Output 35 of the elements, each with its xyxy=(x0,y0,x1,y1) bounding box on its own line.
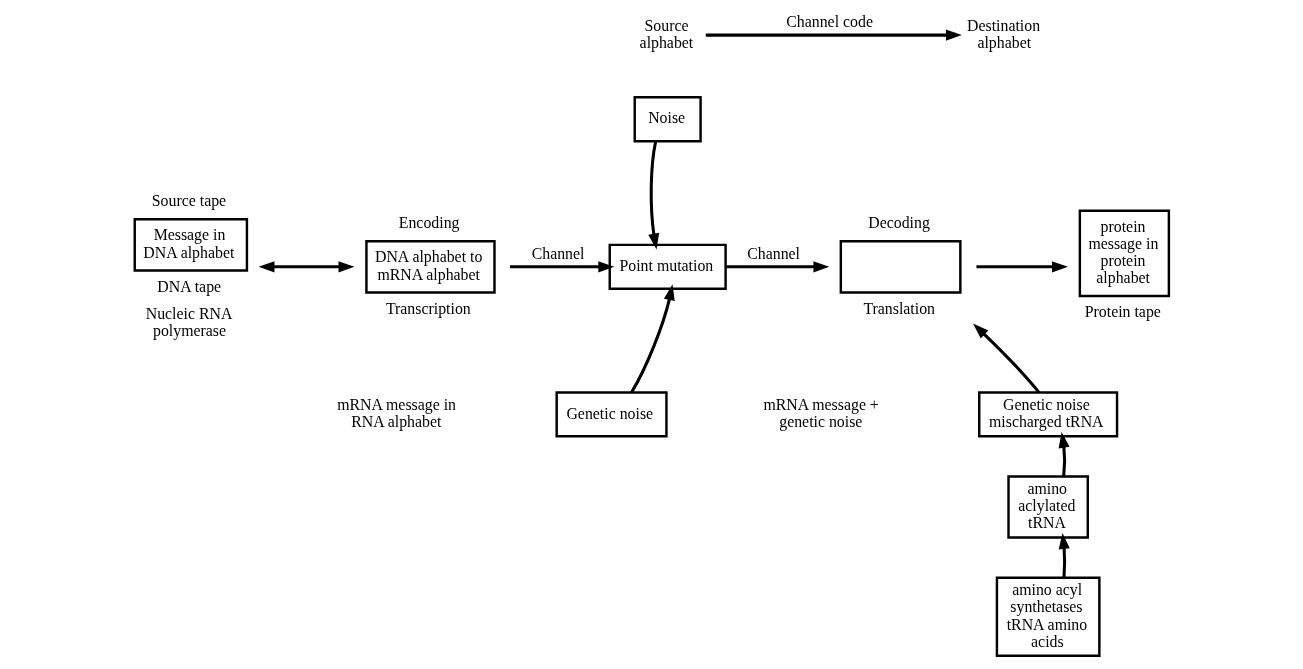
node-box: protein message in protein alphabet xyxy=(1078,209,1171,298)
node-label: Transcription xyxy=(385,299,471,317)
node-box: Noise xyxy=(633,96,702,143)
node-label: Decoding xyxy=(868,214,930,232)
arrow xyxy=(1058,533,1070,578)
node-text: Source alphabet xyxy=(639,16,694,51)
node-label: Source tape xyxy=(151,192,227,210)
node-label: Translation xyxy=(863,299,935,317)
node-text: Destination alphabet xyxy=(967,16,1041,51)
arrow xyxy=(258,261,355,273)
node-box: DNA alphabet to mRNA alphabet xyxy=(365,240,496,294)
arrow xyxy=(973,323,1041,394)
arrow xyxy=(705,29,962,41)
node-label: Nucleic RNA polymerase xyxy=(145,304,233,339)
node-label: Protein tape xyxy=(1084,303,1161,321)
arrow xyxy=(630,284,675,394)
label: mRNA message + genetic noise xyxy=(763,395,879,431)
node-box: Point mutation xyxy=(608,243,727,290)
arrow xyxy=(648,140,660,250)
arrow xyxy=(725,261,830,273)
node-box: amino aclylated tRNA xyxy=(1007,475,1089,539)
edge-label: Channel xyxy=(531,244,585,262)
arrow xyxy=(1058,431,1070,477)
node-box: Message in DNA alphabet xyxy=(133,218,249,272)
edge-label: Channel code xyxy=(786,13,873,31)
node-box: Genetic noise mischarged tRNA xyxy=(978,391,1119,438)
edge-label: Channel xyxy=(747,244,801,262)
node-box xyxy=(839,240,962,294)
node-label: Encoding xyxy=(398,214,460,232)
arrow xyxy=(510,261,615,273)
arrow xyxy=(976,261,1068,273)
node-box: Genetic noise xyxy=(555,391,668,438)
node-box: amino acyl synthetases tRNA amino acids xyxy=(995,576,1101,658)
node-label: DNA tape xyxy=(157,277,222,295)
label: mRNA message in RNA alphabet xyxy=(337,395,456,431)
